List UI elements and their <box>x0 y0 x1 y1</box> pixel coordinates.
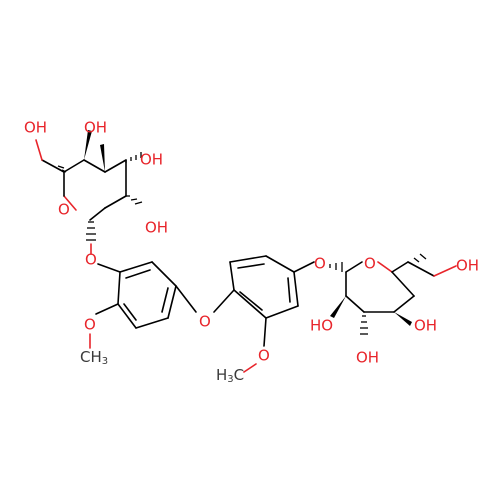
methyl-left-label: CH3 <box>80 348 108 368</box>
oh-right-c-label: OH <box>356 349 379 367</box>
oh-right-a-label: HO <box>310 317 333 335</box>
right-benzene-ring <box>229 255 299 319</box>
left-ring-hash-3 <box>86 221 96 241</box>
methyl-right-label: H3C <box>216 366 244 386</box>
link-o-left-label: O <box>85 251 97 269</box>
left-ring-wedge-2 <box>100 144 105 172</box>
left-ring-hash-1 <box>125 152 142 163</box>
right-ring-hash-1 <box>329 262 343 272</box>
ome-o-right-label: O <box>258 347 270 365</box>
link-o-right-label: O <box>314 255 326 273</box>
left-glucose-ring <box>35 139 127 221</box>
left-benzene-ring <box>117 261 177 329</box>
right-glucose-ring <box>345 261 457 313</box>
right-ring-wedge-2 <box>394 312 412 326</box>
ring-o-left-label: O <box>58 201 70 219</box>
oh-ch2-left-label: OH <box>24 119 47 137</box>
left-ring-wedge-1 <box>84 130 92 160</box>
oh-top-1-label: OH <box>84 119 107 137</box>
left-ring-hash-4 <box>57 165 67 173</box>
right-ring-wedge-1 <box>330 296 346 318</box>
oh-top-2-label: OH <box>140 151 163 169</box>
ome-o-left-label: O <box>84 316 96 334</box>
oh-ch2-right-label: OH <box>456 257 479 275</box>
right-ring-hash-3 <box>407 253 427 265</box>
oh-left-3-label: OH <box>145 219 168 237</box>
right-ring-hash-2 <box>360 315 368 335</box>
oh-right-b-label: OH <box>414 317 437 335</box>
ring-o-right-label: O <box>364 255 376 273</box>
left-ring-hash-2 <box>126 195 143 205</box>
bridge-o-label: O <box>199 313 211 331</box>
